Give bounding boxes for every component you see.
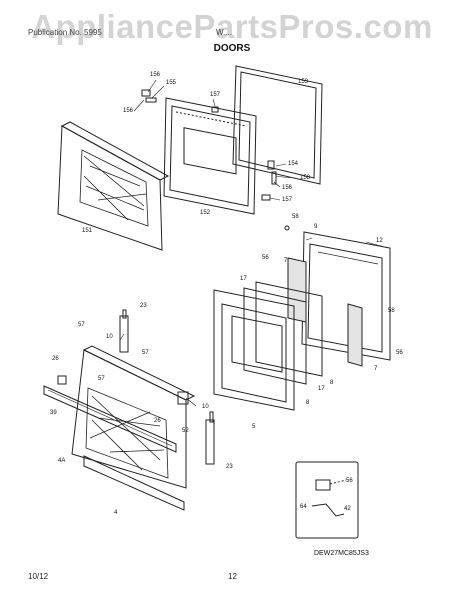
callout-26-a: 26 xyxy=(52,356,59,362)
callout-8: 8 xyxy=(330,380,334,386)
callout-17-a: 17 xyxy=(240,276,247,282)
callout-57-a: 57 xyxy=(78,322,85,328)
part-152-door-liner xyxy=(164,98,256,214)
callout-7-b: 7 xyxy=(374,366,378,372)
callout-56-a: 56 xyxy=(262,255,269,261)
callout-152: 152 xyxy=(200,210,211,216)
part-153-outer-frame xyxy=(233,66,322,184)
callout-154: 154 xyxy=(288,161,299,167)
callout-8-b: 8 xyxy=(306,400,310,406)
callout-58-b: 58 xyxy=(388,308,395,314)
callout-10-b: 10 xyxy=(202,404,209,410)
callout-57-b: 57 xyxy=(142,350,149,356)
callout-12: 12 xyxy=(376,238,383,244)
diagram-code: DEW27MC85JS3 xyxy=(314,550,369,557)
section-title: DOORS xyxy=(213,43,251,54)
callout-5: 5 xyxy=(252,424,256,430)
callout-17-b: 17 xyxy=(318,386,325,392)
callout-9: 9 xyxy=(314,224,318,230)
part-23-hinges xyxy=(120,310,214,464)
callout-56-c: 56 xyxy=(346,478,353,484)
part-12-door-frame xyxy=(302,232,390,360)
callout-156-c: 156 xyxy=(282,185,293,191)
callout-42: 42 xyxy=(344,506,351,512)
callout-156-b: 156 xyxy=(123,108,134,114)
callout-39: 39 xyxy=(50,410,57,416)
callout-158: 158 xyxy=(300,175,311,181)
part-52-bracket xyxy=(178,392,188,404)
footer-page-number: 12 xyxy=(228,572,237,581)
leader-lines xyxy=(120,80,388,406)
callout-155: 155 xyxy=(166,80,177,86)
callout-4: 4 xyxy=(114,510,118,516)
footer-date: 10/12 xyxy=(28,572,49,581)
callout-58-a: 58 xyxy=(292,214,299,220)
small-hinge-parts-top xyxy=(142,90,289,230)
watermark-logo: AppliancePartsPros.com xyxy=(31,8,433,45)
callout-153: 153 xyxy=(298,79,309,85)
callout-157-b: 157 xyxy=(282,197,293,203)
callout-4A: 4A xyxy=(58,458,66,464)
callout-52: 52 xyxy=(182,428,189,434)
callout-26-b: 26 xyxy=(154,418,161,424)
callout-7-a: 7 xyxy=(284,258,288,264)
model-number: W.... xyxy=(216,28,232,37)
part-151-outer-door xyxy=(58,122,168,250)
callout-10-a: 10 xyxy=(106,334,113,340)
callout-56-b: 56 xyxy=(396,350,403,356)
callout-57-c: 57 xyxy=(98,376,105,382)
part-7-insulation xyxy=(288,258,362,366)
part-4A-door-front xyxy=(58,346,194,488)
part-8-17-glass-panels xyxy=(244,282,322,384)
part-5-window-frame xyxy=(214,290,294,410)
callout-23-a: 23 xyxy=(140,303,147,309)
publication-number: Publication No. 5995 xyxy=(28,28,102,37)
callout-151: 151 xyxy=(82,228,93,234)
part-4-bottom-trim xyxy=(84,456,184,510)
part-39-handle xyxy=(44,386,176,452)
callout-157-a: 157 xyxy=(210,92,221,98)
callout-23-b: 23 xyxy=(226,464,233,470)
inset-detail-box xyxy=(296,462,358,538)
callout-156-a: 156 xyxy=(150,72,161,78)
callout-64: 64 xyxy=(300,504,307,510)
